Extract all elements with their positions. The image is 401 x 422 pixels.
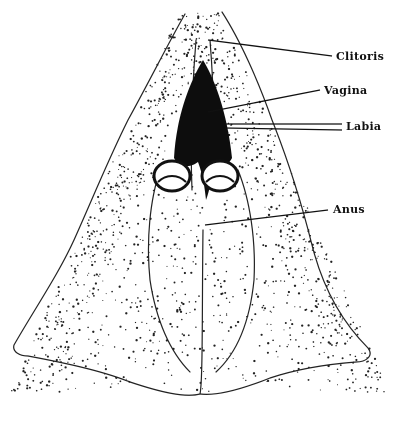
- leader-labia-2: [225, 128, 342, 130]
- right-thumb-outline: [216, 170, 254, 372]
- leader-anus: [205, 210, 328, 225]
- label-labia: Labia: [346, 120, 381, 133]
- leader-clitoris: [208, 40, 332, 56]
- thumbnails: [154, 161, 238, 191]
- left-thumb-outline: [148, 170, 190, 372]
- label-vagina: Vagina: [324, 84, 367, 97]
- label-anus: Anus: [333, 203, 365, 216]
- hands-outline: [14, 12, 370, 395]
- label-clitoris: Clitoris: [336, 50, 384, 63]
